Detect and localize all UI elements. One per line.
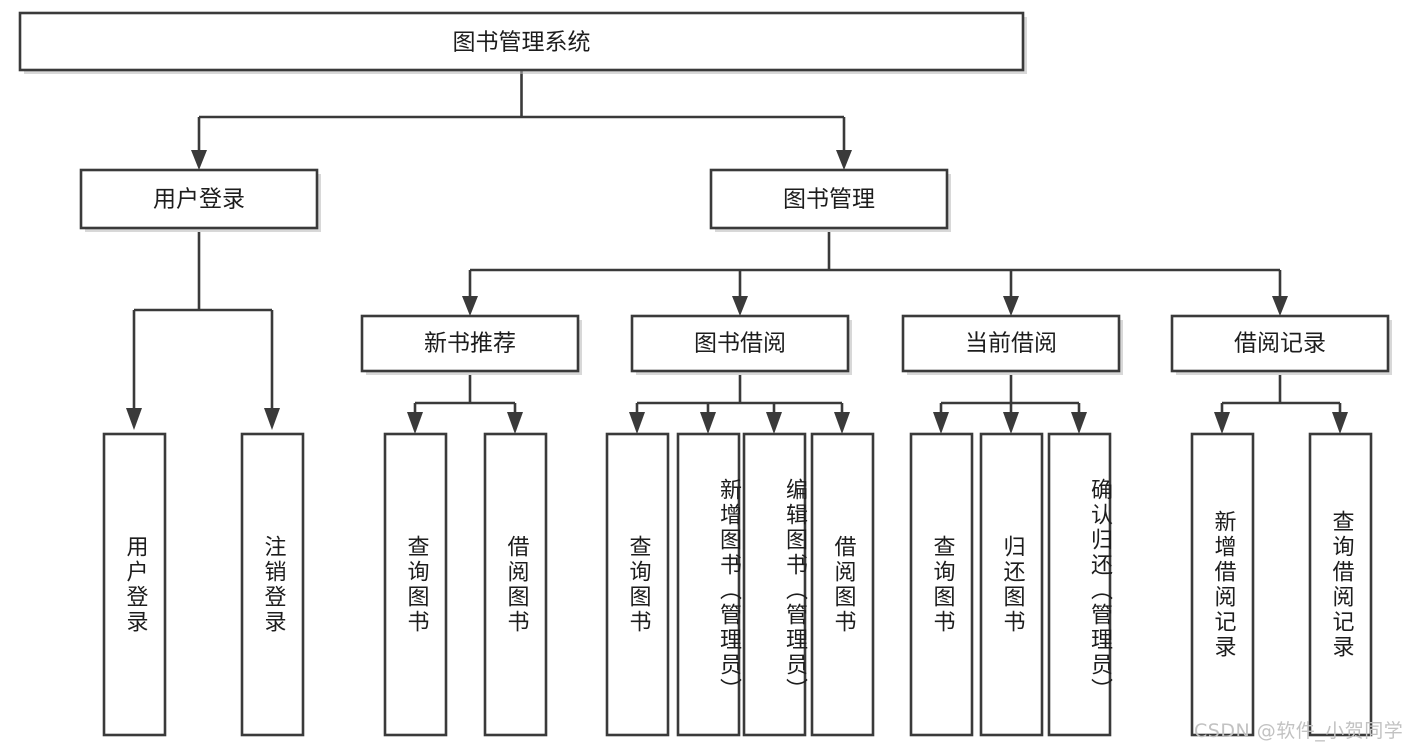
connector-group-book-borrow <box>629 375 850 434</box>
arrow-book-borrow-leaf4 <box>834 412 850 434</box>
node-book-manage-label: 图书管理 <box>783 187 875 213</box>
arrow-current-borrow-leaf2 <box>1003 412 1019 434</box>
leaf-node-new-book-1[interactable] <box>383 432 448 737</box>
arrow-current-borrow-leaf1 <box>933 412 949 434</box>
node-user-login-label: 用户登录 <box>153 187 245 213</box>
node-new-book-rect <box>360 314 580 373</box>
leaf-book-borrow-1-rect <box>605 432 670 737</box>
node-new-book-recommend[interactable]: 新书推荐 <box>360 314 582 375</box>
connector-group-borrow-record <box>1214 375 1348 434</box>
node-book-borrow[interactable]: 图书借阅 <box>630 314 852 375</box>
leaf-current-borrow-1-rect <box>909 432 974 737</box>
leaf-node-book-borrow-4[interactable] <box>810 432 875 737</box>
arrow-user-login-leaf1 <box>126 408 142 430</box>
node-current-borrow-rect <box>901 314 1121 373</box>
leaf-node-current-borrow-3[interactable] <box>1047 432 1112 737</box>
leaf-node-book-borrow-3[interactable] <box>742 432 807 737</box>
leaf-user-login-1-rect <box>102 432 167 737</box>
arrow-book-borrow-leaf3 <box>766 412 782 434</box>
node-root-rect <box>18 11 1025 72</box>
arrow-to-book-manage <box>836 150 852 170</box>
node-borrow-record-label: 借阅记录 <box>1234 331 1326 357</box>
leaf-node-user-login-2[interactable] <box>240 432 305 737</box>
leaf-user-login-2-rect <box>240 432 305 737</box>
node-current-borrow-label: 当前借阅 <box>965 331 1057 357</box>
connector-group-current-borrow <box>933 375 1087 434</box>
node-current-borrow[interactable]: 当前借阅 <box>901 314 1123 375</box>
leaf-borrow-record-1-rect <box>1190 432 1255 737</box>
node-book-manage[interactable]: 图书管理 <box>709 168 951 232</box>
leaf-book-borrow-4-rect <box>810 432 875 737</box>
leaf-node-book-borrow-1[interactable] <box>605 432 670 737</box>
node-root-label: 图书管理系统 <box>453 30 591 56</box>
csdn-watermark: CSDN @软件_小贺同学 <box>1194 720 1404 742</box>
leaf-new-book-1-rect <box>383 432 448 737</box>
arrow-to-current-borrow <box>1003 296 1019 316</box>
node-book-borrow-rect <box>630 314 850 373</box>
node-borrow-record-rect <box>1170 314 1390 373</box>
arrow-new-book-leaf1 <box>407 412 423 434</box>
connector-group-new-book <box>407 375 523 434</box>
leaf-current-borrow-3-rect <box>1047 432 1112 737</box>
arrow-book-borrow-leaf2 <box>700 412 716 434</box>
node-root[interactable]: 图书管理系统 <box>18 11 1027 74</box>
arrow-book-borrow-leaf1 <box>629 412 645 434</box>
leaf-borrow-record-2-rect <box>1308 432 1373 737</box>
arrow-borrow-record-leaf1 <box>1214 412 1230 434</box>
leaf-node-new-book-2[interactable] <box>483 432 548 737</box>
arrow-new-book-leaf2 <box>507 412 523 434</box>
arrow-borrow-record-leaf2 <box>1332 412 1348 434</box>
node-book-borrow-label: 图书借阅 <box>694 331 786 357</box>
arrow-to-new-book <box>462 296 478 316</box>
node-user-login-rect <box>79 168 319 230</box>
node-book-manage-rect <box>709 168 949 230</box>
leaf-node-borrow-record-1[interactable] <box>1190 432 1255 737</box>
leaf-node-current-borrow-2[interactable] <box>979 432 1044 737</box>
arrow-current-borrow-leaf3 <box>1071 412 1087 434</box>
connector-group-book-manage <box>462 232 1288 316</box>
node-new-book-label: 新书推荐 <box>424 331 516 357</box>
connector-group-user-login <box>126 232 280 430</box>
node-borrow-record[interactable]: 借阅记录 <box>1170 314 1392 375</box>
leaf-book-borrow-2-rect <box>676 432 741 737</box>
leaf-node-current-borrow-1[interactable] <box>909 432 974 737</box>
leaf-node-book-borrow-2[interactable] <box>676 432 741 737</box>
arrow-user-login-leaf2 <box>264 408 280 430</box>
node-user-login[interactable]: 用户登录 <box>79 168 321 232</box>
arrow-to-user-login <box>191 150 207 170</box>
connector-group-root <box>191 70 852 170</box>
leaf-node-user-login-1[interactable] <box>102 432 167 737</box>
arrow-to-book-borrow <box>732 296 748 316</box>
leaf-node-borrow-record-2[interactable] <box>1308 432 1373 737</box>
leaf-book-borrow-3-rect <box>742 432 807 737</box>
leaf-current-borrow-2-rect <box>979 432 1044 737</box>
leaf-new-book-2-rect <box>483 432 548 737</box>
arrow-to-borrow-record <box>1272 296 1288 316</box>
